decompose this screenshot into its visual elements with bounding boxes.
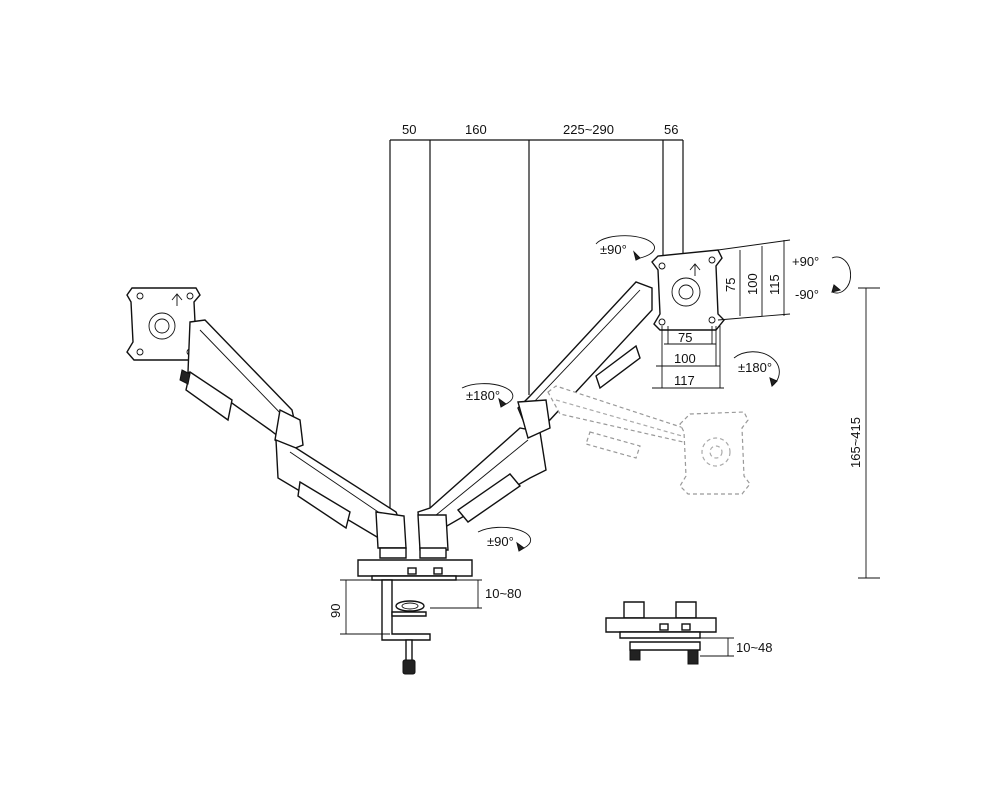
swivel-top-label: ±90° (600, 242, 627, 257)
right-lower-arm (417, 427, 547, 551)
left-lower-arm (275, 438, 407, 549)
arm-swivel-label: ±180° (466, 388, 500, 403)
dim-160: 160 (465, 122, 487, 137)
dim-225-290: 225~290 (563, 122, 614, 137)
rotate-arrow (733, 351, 780, 387)
clamp-height-label: 90 (328, 604, 343, 618)
swivel-top-arrow (595, 235, 655, 261)
vesa-horizontal-dimension-lines (652, 326, 724, 389)
vesa-vertical-dimension-lines (717, 239, 791, 321)
clamp-dimension-lines (340, 579, 482, 635)
tilt-arrow (831, 256, 852, 294)
pole-base (357, 547, 473, 581)
vesa-117-horizontal: 117 (674, 373, 695, 388)
tilt-down-label: -90° (795, 287, 819, 302)
dim-50: 50 (402, 122, 416, 137)
vesa-100-vertical: 100 (745, 273, 760, 295)
vesa-75-horizontal: 75 (678, 330, 692, 345)
arm-swivel-arrow (461, 383, 514, 408)
left-vesa-plate (126, 287, 201, 361)
vesa-115-vertical: 115 (767, 274, 782, 295)
vesa-100-horizontal: 100 (674, 351, 696, 366)
height-range-label: 165~415 (848, 417, 863, 468)
vesa-75-vertical: 75 (723, 278, 738, 292)
base-swivel-label: ±90° (487, 534, 514, 549)
ghost-arm-position (547, 385, 751, 495)
left-upper-arm (179, 319, 304, 451)
grommet-mount (605, 601, 717, 665)
tilt-up-label: +90° (792, 254, 819, 269)
top-dimension-lines (389, 139, 684, 520)
height-dimension-line (858, 287, 880, 579)
grommet-range-label: 10~48 (736, 640, 773, 655)
desk-clamp (381, 579, 431, 675)
rotate-label: ±180° (738, 360, 772, 375)
right-vesa-plate (651, 249, 725, 331)
base-swivel-arrow (477, 526, 532, 552)
dim-56: 56 (664, 122, 678, 137)
clamp-range-label: 10~80 (485, 586, 522, 601)
grommet-dimension-lines (700, 637, 734, 657)
